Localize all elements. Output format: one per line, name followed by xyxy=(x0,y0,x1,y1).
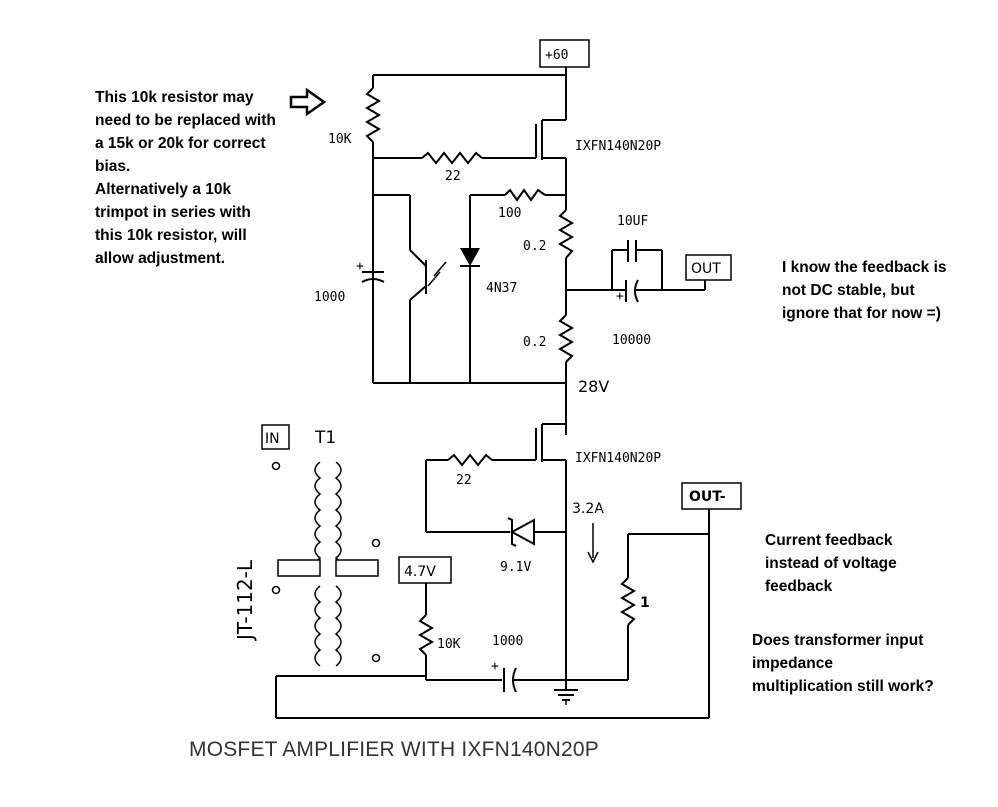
r02-top-label: 0.2 xyxy=(523,239,546,254)
supply-box xyxy=(539,39,590,68)
cap-10uf-label: 10UF xyxy=(617,214,648,229)
mosfet-top-label: IXFN140N20P xyxy=(575,139,661,154)
in-label: IN xyxy=(265,431,280,447)
cap-bot-plus: + xyxy=(491,659,499,674)
current-label: 3.2A xyxy=(572,501,604,517)
bias-note: This 10k resistor may need to be replace… xyxy=(95,89,276,267)
resistor-100 xyxy=(504,188,546,202)
r02-bot-label: 0.2 xyxy=(523,335,546,350)
zener-label: 9.1V xyxy=(500,560,531,575)
supply-label: +60 xyxy=(545,48,568,63)
r22-bot-label: 22 xyxy=(456,473,472,488)
r10k-bot-label: 10K xyxy=(437,637,461,652)
resistor-0p2-top xyxy=(558,209,574,259)
cap-top-plus: + xyxy=(356,259,364,274)
resistor-22-top xyxy=(421,151,483,165)
ref-voltage-label: 4.7V xyxy=(404,564,436,580)
ref-voltage-box xyxy=(398,556,452,584)
zener-diode-icon xyxy=(509,518,535,546)
cap-1000-top-label: 1000 xyxy=(314,290,345,305)
out-minus-label: OUT- xyxy=(689,489,726,505)
current-feedback-note: Current feedback instead of voltage feed… xyxy=(765,532,897,595)
opto-label: 4N37 xyxy=(486,281,517,296)
transformer-label: T1 xyxy=(314,428,336,448)
r100-label: 100 xyxy=(498,206,521,221)
out-minus-box xyxy=(681,482,742,510)
out-box xyxy=(685,254,732,281)
figure-title: MOSFET AMPLIFIER WITH IXFN140N20P xyxy=(189,738,599,761)
mosfet-bot-label: IXFN140N20P xyxy=(575,451,661,466)
cap-1000-bot-label: 1000 xyxy=(492,634,523,649)
transformer-windings-icon xyxy=(277,461,379,667)
in-box xyxy=(261,424,290,450)
r10k-top-label: 10K xyxy=(328,132,352,147)
resistor-22-bot xyxy=(447,453,493,467)
resistor-10k-top xyxy=(365,87,381,143)
resistor-0p2-bot xyxy=(558,314,574,363)
cap-10000-label: 10000 xyxy=(612,333,651,348)
transformer-question-note: Does transformer input impedance multipl… xyxy=(752,632,934,695)
mid-voltage-label: 28V xyxy=(578,377,609,396)
resistor-10k-bot xyxy=(418,614,434,656)
r1-label: 1 xyxy=(640,595,650,611)
opto-led-icon xyxy=(460,248,480,266)
out-label: OUT xyxy=(691,261,721,277)
resistor-1ohm xyxy=(620,577,636,626)
cap-out-plus: + xyxy=(616,289,624,304)
pointer-arrow-icon xyxy=(289,87,327,117)
dc-stability-note: I know the feedback is not DC stable, bu… xyxy=(782,259,947,322)
transformer-part-label: JT-112-L xyxy=(233,559,257,642)
r22-top-label: 22 xyxy=(445,169,461,184)
